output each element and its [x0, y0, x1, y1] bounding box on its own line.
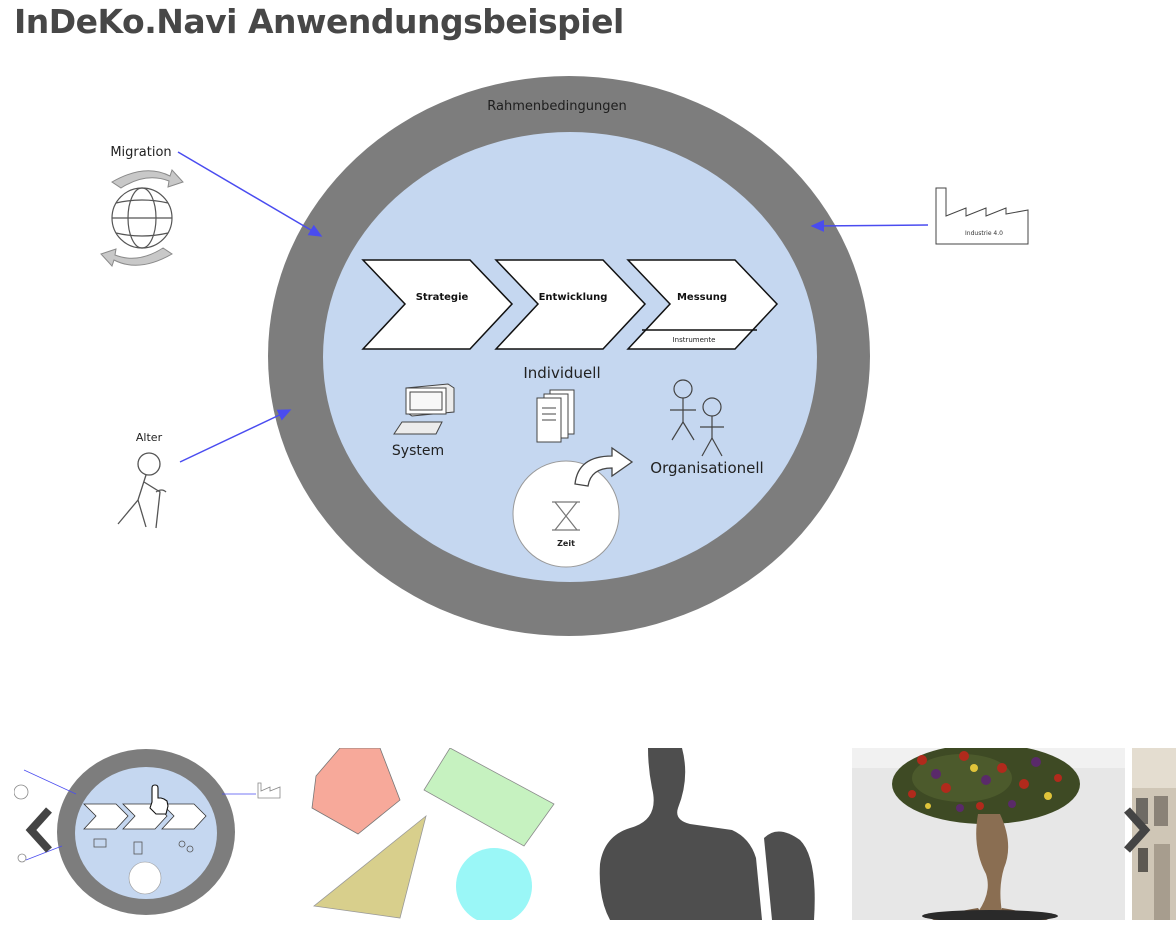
measurement-label: Messung	[677, 292, 727, 303]
main-diagram-image: Rahmenbedingungen Migration Industrie 4.…	[100, 76, 1029, 636]
carousel-prev-button[interactable]	[22, 790, 58, 870]
cycle-arrow-icon	[574, 446, 634, 487]
hourglass-icon	[552, 501, 580, 531]
globe-icon	[111, 187, 173, 249]
age-arrow	[179, 409, 292, 463]
thumbnail-shapes[interactable]	[300, 748, 570, 920]
organisational-label: Organisationell	[650, 459, 763, 477]
page-title: InDeKo.Navi Anwendungsbeispiel	[14, 2, 624, 41]
thumbnail-thumbs-up[interactable]	[590, 748, 830, 920]
factory-icon	[935, 187, 1029, 245]
chevron-measurement	[626, 259, 779, 350]
system-label: System	[392, 443, 444, 459]
chevron-right-icon	[1124, 807, 1151, 853]
elderly-person-icon	[117, 452, 167, 529]
rotate-arrows-icon	[100, 169, 184, 267]
industry-arrow	[810, 219, 929, 232]
process-chevrons	[361, 259, 779, 350]
hand-cursor-icon	[149, 784, 169, 815]
strategy-label: Strategie	[416, 292, 469, 303]
people-icon	[670, 379, 724, 457]
carousel-next-button[interactable]	[1118, 790, 1154, 870]
instruments-label: Instrumente	[673, 336, 716, 344]
inner-circle	[323, 132, 817, 582]
development-label: Entwicklung	[539, 292, 608, 303]
migration-label: Migration	[110, 145, 171, 160]
time-label: Zeit	[557, 539, 575, 548]
individual-label: Individuell	[523, 364, 600, 382]
chevron-left-icon	[25, 807, 52, 853]
thumbnail-carousel	[0, 740, 1176, 927]
computer-icon	[393, 383, 455, 435]
chevron-development	[494, 259, 647, 350]
documents-icon	[536, 389, 575, 443]
outer-ring-label: Rahmenbedingungen	[487, 99, 626, 114]
migration-arrow	[177, 151, 323, 237]
age-label: Alter	[136, 431, 163, 444]
thumbnail-diagram[interactable]	[14, 748, 284, 920]
time-circle	[512, 460, 620, 568]
chevron-strategy	[361, 259, 514, 350]
thumbnail-bonsai-photo[interactable]	[852, 748, 1125, 920]
industry-label: Industrie 4.0	[965, 230, 1003, 237]
